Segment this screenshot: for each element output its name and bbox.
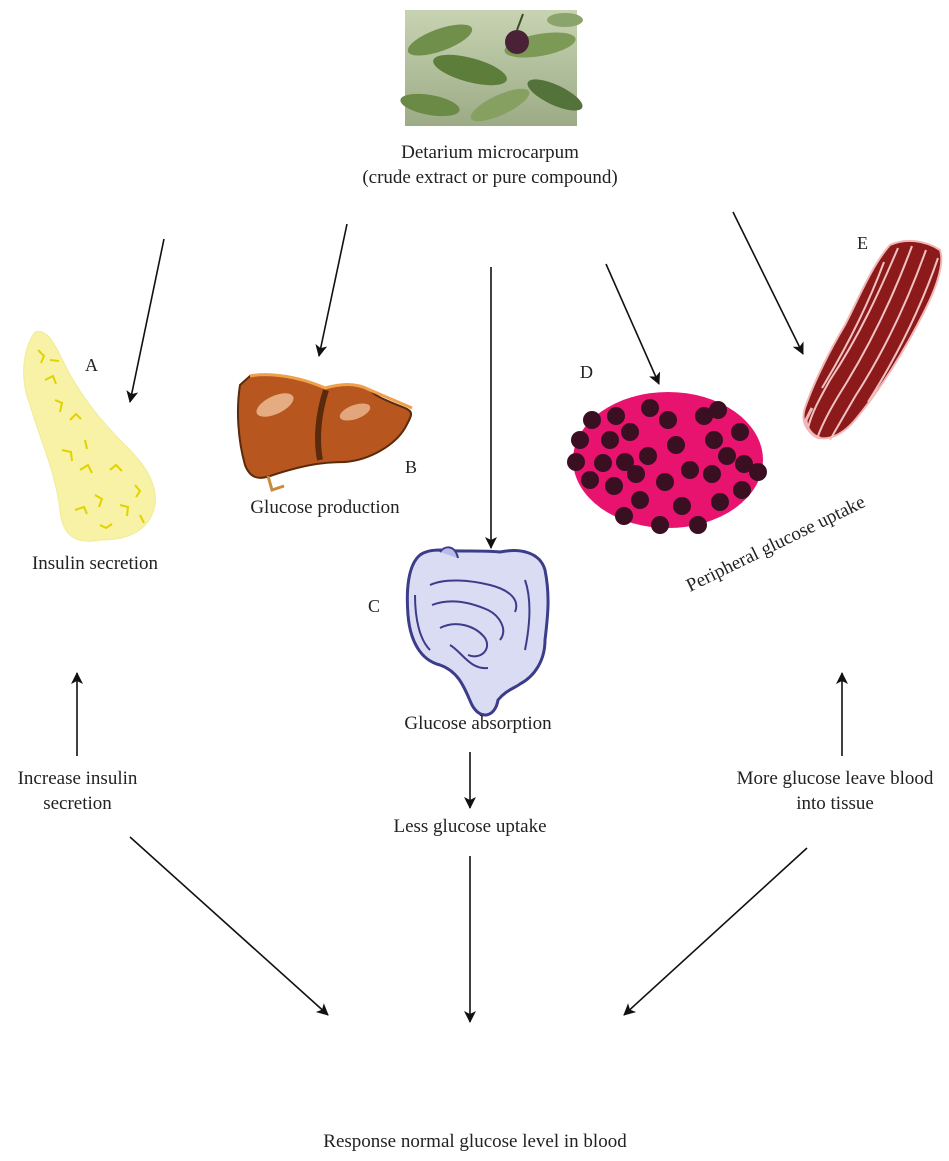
outcome-left: Increase insulin secretion xyxy=(0,766,155,816)
final-outcome: Response normal glucose level in blood xyxy=(300,1130,650,1154)
outcome-right: More glucose leave blood into tissue xyxy=(722,766,948,816)
label-a: A xyxy=(85,355,98,375)
label-e: E xyxy=(857,233,868,253)
arrow-to-adipose xyxy=(606,264,659,384)
caption-b: Glucose production xyxy=(225,496,425,520)
title-line-2: (crude extract or pure compound) xyxy=(320,165,660,190)
outcome-right-line-1: More glucose leave blood xyxy=(722,766,948,791)
outcome-right-line-2: into tissue xyxy=(722,791,948,816)
intestine-icon xyxy=(407,547,548,715)
caption-c: Glucose absorption xyxy=(378,712,578,736)
label-b: B xyxy=(405,457,417,477)
outcome-left-line-1: Increase insulin xyxy=(0,766,155,791)
arrow-to-muscle xyxy=(733,212,803,354)
adipose-tissue-icon xyxy=(567,392,767,534)
muscle-icon xyxy=(804,241,942,440)
arrow-final-right xyxy=(624,848,807,1015)
label-d: D xyxy=(580,362,593,382)
title: Detarium microcarpum (crude extract or p… xyxy=(320,140,660,190)
caption-a: Insulin secretion xyxy=(0,552,190,576)
title-line-1: Detarium microcarpum xyxy=(320,140,660,165)
arrow-to-liver xyxy=(319,224,347,356)
arrow-to-pancreas xyxy=(130,239,164,402)
outcome-middle: Less glucose uptake xyxy=(370,815,570,839)
plant-photo-icon xyxy=(399,10,587,128)
outcome-left-line-2: secretion xyxy=(0,791,155,816)
arrow-final-left xyxy=(130,837,328,1015)
liver-icon xyxy=(238,375,412,490)
label-c: C xyxy=(368,596,380,616)
